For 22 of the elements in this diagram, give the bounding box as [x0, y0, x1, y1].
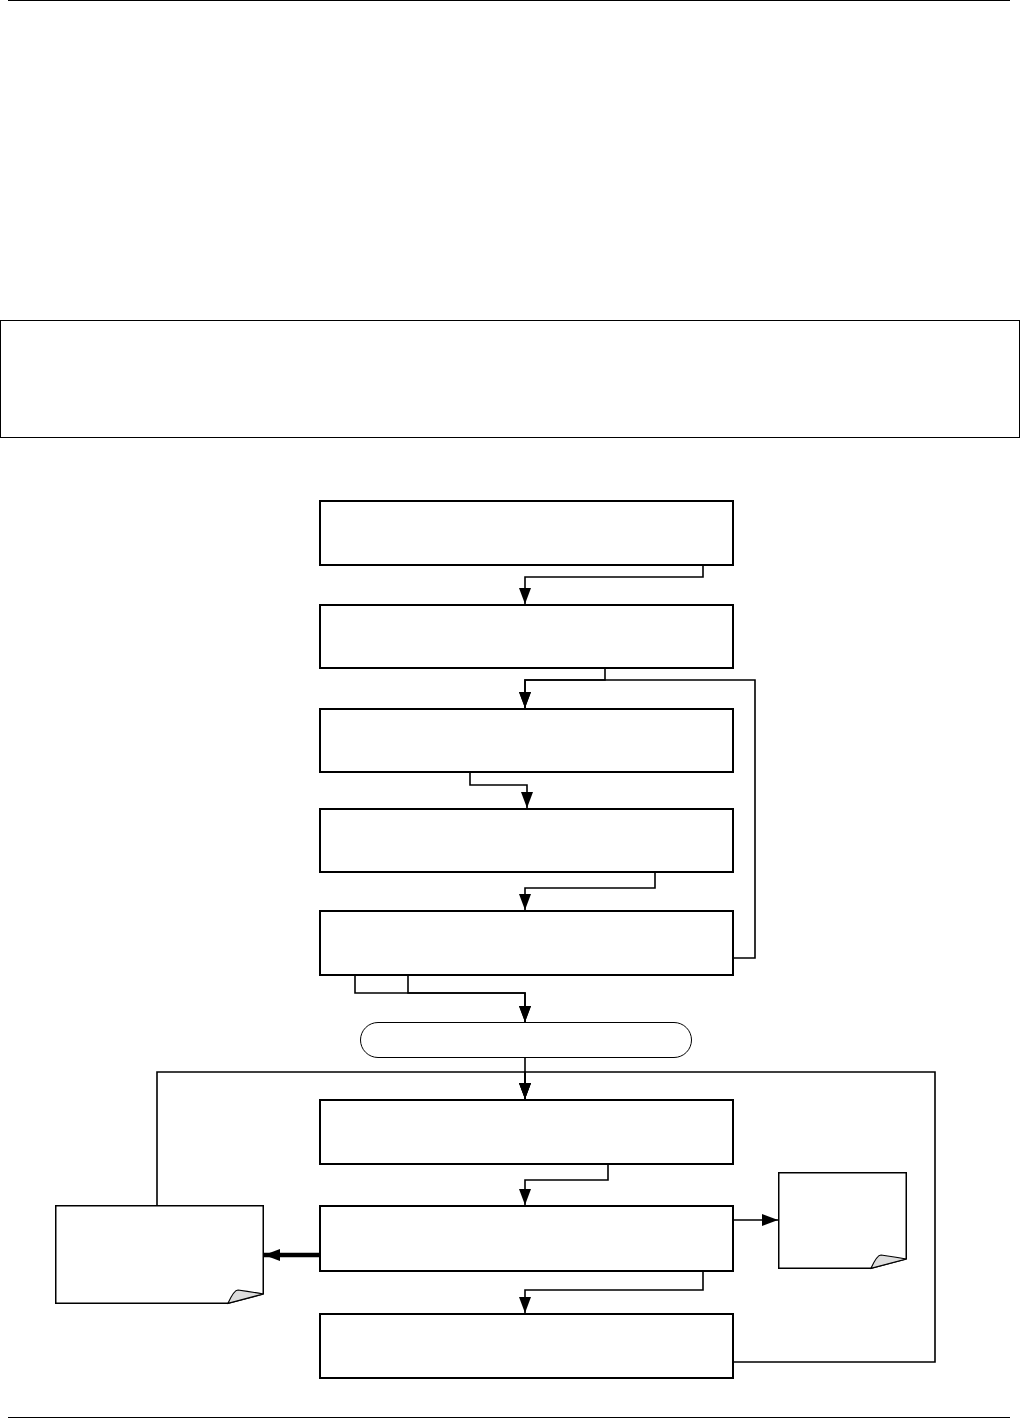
process-box — [319, 1205, 734, 1272]
arrow — [519, 872, 656, 911]
arrow — [156, 1071, 531, 1206]
process-box — [319, 910, 734, 976]
process-box — [319, 604, 734, 669]
arrow — [519, 565, 704, 605]
arrow — [519, 679, 756, 959]
arrow — [469, 772, 533, 809]
arrow — [519, 1271, 704, 1314]
arrow — [264, 1249, 319, 1261]
arrow — [407, 975, 531, 1023]
terminator-shape — [360, 1022, 692, 1058]
process-box — [319, 708, 734, 773]
process-box — [319, 808, 734, 873]
frame-box — [0, 320, 1020, 438]
document-shape — [55, 1205, 264, 1304]
process-box — [319, 500, 734, 566]
process-box — [319, 1313, 734, 1379]
process-box — [319, 1099, 734, 1165]
arrow — [519, 1164, 609, 1206]
arrow — [733, 1214, 779, 1226]
document-shape — [778, 1172, 907, 1269]
